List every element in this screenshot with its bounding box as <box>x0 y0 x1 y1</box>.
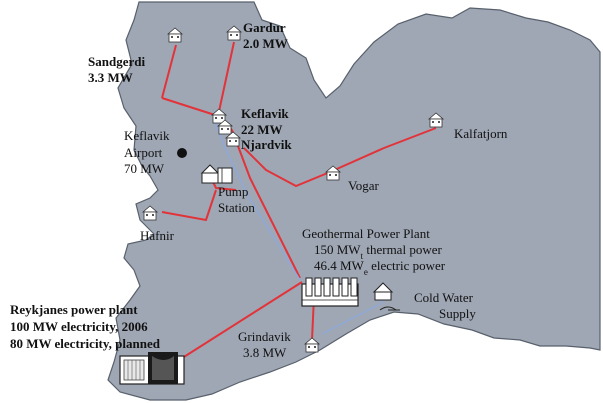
label-njardvik: Njardvik <box>241 137 292 152</box>
pipe-sandgerdi <box>161 44 177 99</box>
label-gardur: Gardur <box>243 20 286 35</box>
pipe-sandgerdi-keflavik <box>161 97 219 117</box>
pipe-gardur <box>217 41 235 117</box>
power-plant-building-icon <box>119 352 185 385</box>
label-cold-water-2: Supply <box>439 306 476 321</box>
label-sandgerdi: Sandgerdi <box>88 54 145 69</box>
label-hafnir: Hafnir <box>140 228 175 243</box>
label-reykjanes-3: 80 MW electricity, planned <box>10 336 161 351</box>
peninsula-land <box>107 1 601 401</box>
pump-station-icon <box>200 164 233 184</box>
label-keflavik-mw: 22 MW <box>241 122 283 137</box>
geothermal-plant-icon <box>301 277 359 307</box>
label-cold-water-1: Cold Water <box>414 290 474 305</box>
label-geo-electric: 46.4 MWe electric power <box>314 258 446 277</box>
pipe-cold-trunk <box>213 119 301 281</box>
airport-dot-icon <box>177 148 187 158</box>
label-sandgerdi-mw: 3.3 MW <box>88 70 133 85</box>
cold-water-tank-icon <box>372 282 400 311</box>
label-vogar: Vogar <box>348 178 379 193</box>
label-reykjanes-2: 100 MW electricity, 2006 <box>10 319 148 334</box>
label-geo-thermal: 150 MWt thermal power <box>314 242 442 261</box>
pipe-reykjanes <box>175 281 303 363</box>
label-pump-2: Station <box>218 200 255 215</box>
map-labels: Gardur 2.0 MW Sandgerdi 3.3 MW Keflavik … <box>10 20 508 360</box>
label-reykjanes-1: Reykjanes power plant <box>10 302 138 317</box>
label-kalfatjorn: Kalfatjorn <box>454 126 508 141</box>
label-airport-1: Keflavik <box>124 128 170 143</box>
label-gardur-mw: 2.0 MW <box>243 36 288 51</box>
label-pump-1: Pump <box>218 184 248 199</box>
label-keflavik: Keflavik <box>241 106 289 121</box>
label-geo-title: Geothermal Power Plant <box>302 226 430 241</box>
label-airport-2: Airport <box>124 145 163 160</box>
pipe-hafnir <box>161 189 217 222</box>
pipe-vogar-kalfatjorn <box>243 127 437 188</box>
label-grindavik-mw: 3.8 MW <box>243 345 287 360</box>
label-grindavik: Grindavik <box>238 329 291 344</box>
label-airport-mw: 70 MW <box>124 161 165 176</box>
